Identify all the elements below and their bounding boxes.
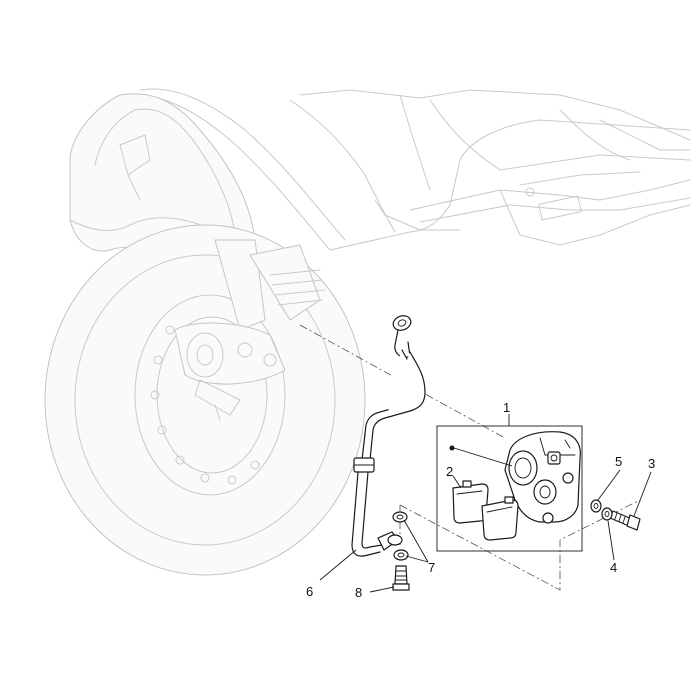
callout-labels: 1 2 3 4 5 6 7 8 xyxy=(306,400,655,600)
callout-8: 8 xyxy=(355,585,362,600)
callout-4: 4 xyxy=(610,560,617,575)
callout-1: 1 xyxy=(503,400,510,415)
washer-part-4 xyxy=(601,507,613,521)
washer-part-5 xyxy=(590,499,602,513)
brake-disc-ghost xyxy=(150,325,260,485)
caliper-kit-frame xyxy=(436,425,583,552)
brake-pads-part-2 xyxy=(452,480,519,541)
callout-6: 6 xyxy=(306,584,313,599)
leader-lines xyxy=(319,414,652,593)
callout-2: 2 xyxy=(446,464,453,479)
banjo-bolt-part-8 xyxy=(392,565,410,591)
assembly-dot xyxy=(449,445,455,451)
caliper-bolt-part-3 xyxy=(609,510,641,531)
brake-caliper-part-1 xyxy=(449,431,581,524)
scooter-ghost-outline xyxy=(44,88,691,576)
callout-7: 7 xyxy=(428,560,435,575)
copper-washers-part-7 xyxy=(392,511,409,561)
callout-5: 5 xyxy=(615,454,622,469)
callout-3: 3 xyxy=(648,456,655,471)
brake-hose-part-6 xyxy=(351,315,426,557)
